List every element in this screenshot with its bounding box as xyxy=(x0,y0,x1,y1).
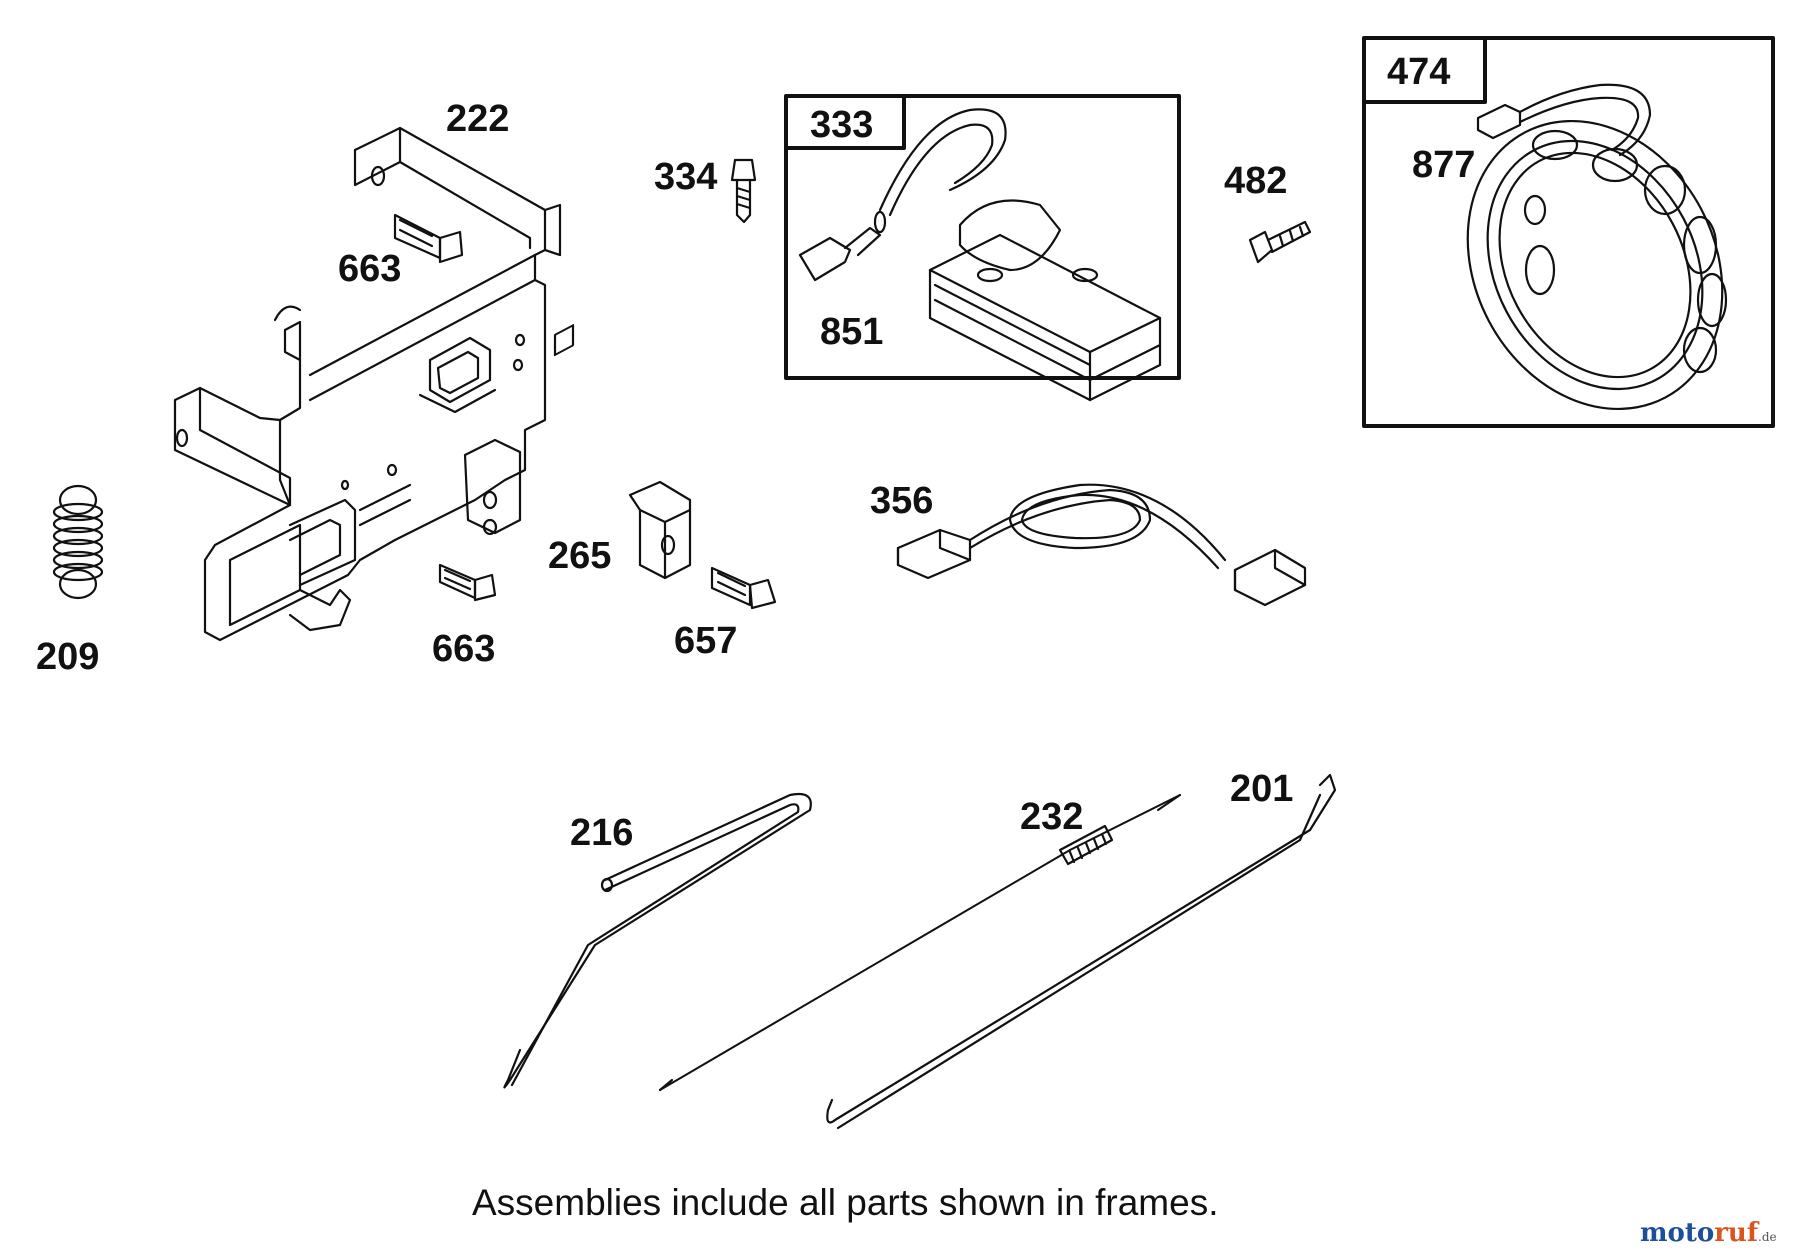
part-label-663-top: 663 xyxy=(338,248,402,290)
frame-333-drawing xyxy=(784,94,1181,402)
frame-label-474: 474 xyxy=(1387,51,1451,93)
part-label-851: 851 xyxy=(820,311,884,353)
watermark-suffix: .de xyxy=(1758,1230,1777,1244)
part-label-201: 201 xyxy=(1230,768,1294,810)
rod-201-drawing xyxy=(826,773,1337,1130)
clip-265-drawing xyxy=(628,480,692,580)
watermark-brand-a: moto xyxy=(1640,1218,1715,1248)
frame-label-333: 333 xyxy=(810,104,874,146)
control-bracket-drawing xyxy=(173,126,575,642)
part-label-209: 209 xyxy=(36,636,100,678)
frame-474-drawing xyxy=(1362,36,1775,428)
part-label-334: 334 xyxy=(654,156,718,198)
linkage-232-drawing xyxy=(658,794,1181,1092)
part-label-265: 265 xyxy=(548,535,612,577)
screw-482-drawing xyxy=(1248,220,1312,264)
part-label-663-bottom: 663 xyxy=(432,628,496,670)
part-label-877: 877 xyxy=(1412,144,1476,186)
watermark-brand-b: ruf xyxy=(1714,1218,1759,1248)
part-label-216: 216 xyxy=(570,812,634,854)
screw-663-top-drawing xyxy=(393,213,464,264)
diagram-caption: Assemblies include all parts shown in fr… xyxy=(472,1182,1219,1223)
spring-209-drawing xyxy=(52,484,104,600)
rod-216-drawing xyxy=(503,792,812,1089)
screw-663-bottom-drawing xyxy=(438,563,497,602)
part-label-482: 482 xyxy=(1224,160,1288,202)
part-label-222: 222 xyxy=(446,98,510,140)
part-label-657: 657 xyxy=(674,620,738,662)
part-label-356: 356 xyxy=(870,480,934,522)
screw-334-drawing xyxy=(730,158,757,224)
wire-356-drawing xyxy=(896,483,1307,607)
screw-657-drawing xyxy=(710,566,777,610)
part-label-232: 232 xyxy=(1020,796,1084,838)
watermark-logo: motoruf.de xyxy=(1640,1218,1777,1248)
